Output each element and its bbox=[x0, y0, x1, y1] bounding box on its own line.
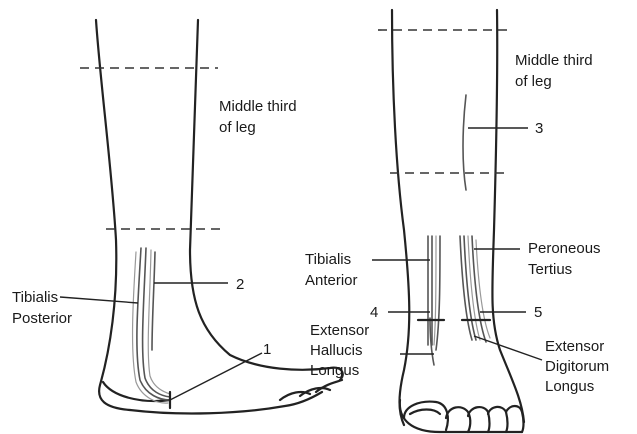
structure-3 bbox=[463, 95, 466, 190]
peroneous-tertius-label: Peroneous Tertius bbox=[528, 240, 605, 278]
number-3: 3 bbox=[535, 120, 543, 137]
extensor-digitorum-longus-label: Extensor Digitorum Longus bbox=[545, 338, 613, 395]
leader-1 bbox=[170, 353, 262, 400]
tibialis-anterior-label: Tibialis Anterior bbox=[305, 251, 358, 289]
right-foot-toes bbox=[404, 402, 524, 432]
leader-tibialis-posterior bbox=[60, 297, 138, 303]
right-foot-outline bbox=[400, 400, 522, 432]
leader-extensor-digitorum bbox=[474, 336, 542, 360]
tibialis-posterior-tendon bbox=[133, 248, 170, 408]
extensor-hallucis-longus-label: Extensor Hallucis Longus bbox=[310, 322, 373, 379]
number-1: 1 bbox=[263, 341, 271, 358]
right-leg: Middle third of leg 3 Tibialis Anterior … bbox=[305, 10, 613, 432]
right-middle-third-label: Middle third of leg bbox=[515, 52, 597, 90]
right-leg-right-outline bbox=[492, 10, 524, 422]
right-leg-left-outline bbox=[392, 10, 409, 425]
left-middle-third-label: Middle third of leg bbox=[219, 98, 301, 136]
tibialis-posterior-label: Tibialis Posterior bbox=[12, 289, 72, 327]
number-2: 2 bbox=[236, 276, 244, 293]
number-5: 5 bbox=[534, 304, 542, 321]
peroneous-tertius-tendons bbox=[460, 236, 490, 342]
left-leg: Middle third of leg Tibialis Posterior 2… bbox=[12, 20, 343, 413]
tibialis-anterior-tendons bbox=[418, 236, 444, 365]
number-4: 4 bbox=[370, 304, 378, 321]
left-leg-back-outline bbox=[96, 20, 130, 410]
